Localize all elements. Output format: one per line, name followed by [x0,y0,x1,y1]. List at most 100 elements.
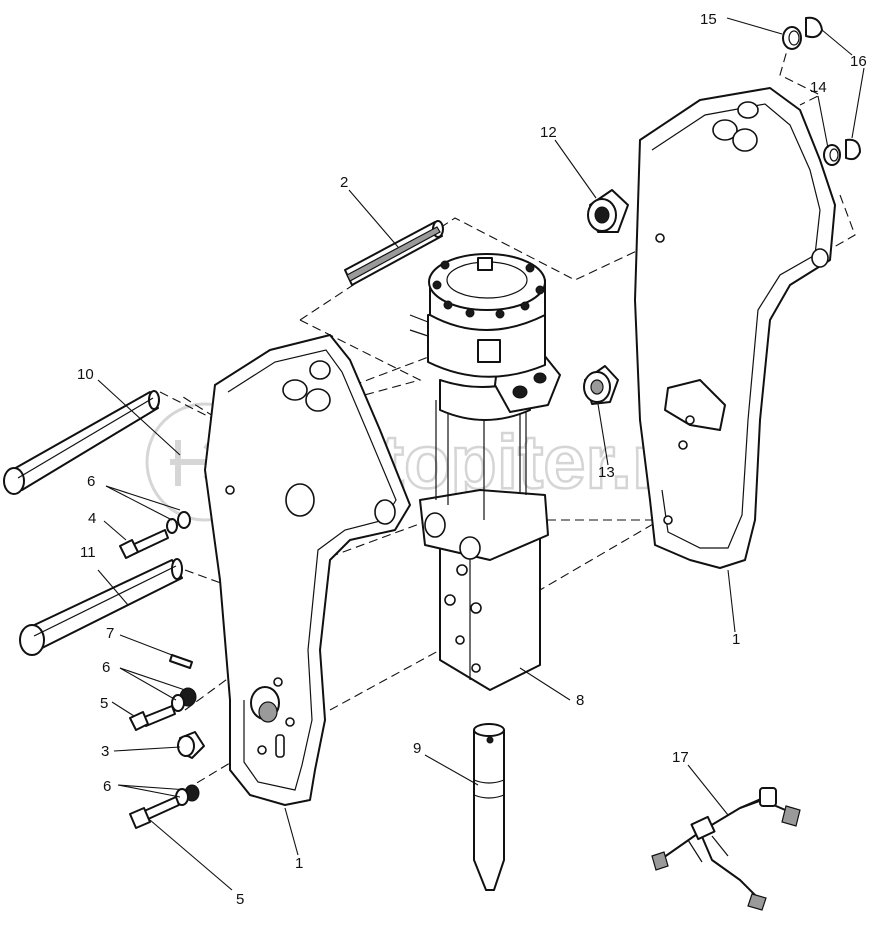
left-plate-hole-6 [225,485,235,495]
breaker-valve-port-2 [533,372,547,384]
ring-15-outer [782,26,802,50]
leader-6mid-b [119,667,186,691]
right-plate-bolt-hole-2 [663,515,673,525]
callout-6-mid: 6 [102,659,110,676]
leader-12 [554,139,597,199]
leader-13 [597,403,609,466]
pin-11-line [33,565,177,637]
leader-1right [727,569,736,633]
callout-14: 14 [810,79,827,96]
washer-6-top-a [166,518,178,534]
right-plate-hole-1 [712,119,738,141]
chisel-9-groove-1 [473,779,505,784]
pin-10 [3,390,160,495]
pin-2-shade [346,226,441,282]
hose-17-end-1 [651,851,669,871]
left-plate-outline [204,334,411,806]
breaker-head-bolt-7 [525,263,535,273]
leader-6top-a [105,485,173,521]
key-16-bottom [845,138,861,161]
breaker-port-4 [455,635,465,645]
right-plate-inner-edge [651,103,821,549]
leader-5top [111,701,135,717]
breaker-head-bolt-2 [443,300,453,310]
callout-10: 10 [77,366,94,383]
chisel-9-hole [486,736,494,744]
breaker-head-bolt-8 [440,260,450,270]
left-plate-hole-5 [374,499,396,525]
ring-15-inner [788,30,800,46]
leader-7 [119,634,173,656]
pin-11-head [19,624,45,656]
breaker-port-5 [471,663,481,673]
bushing-13-bore [590,379,604,395]
breaker-tie-rods [435,388,527,520]
breaker-port-3 [470,602,482,614]
bushing-13 [583,365,619,405]
bolt-4-head [119,539,139,559]
leader-lines [97,17,865,891]
right-plate-bolt-hole-1 [678,440,688,450]
washer-6-top-b [177,511,191,529]
leader-15 [726,17,783,35]
leader-17 [687,764,729,816]
ring-14-inner [829,148,839,162]
leader-2 [348,189,399,248]
breaker-head-cap [477,257,493,271]
left-plate-hole-4 [285,483,315,517]
pin-2 [344,220,444,286]
breaker-head-bolt-3 [465,308,475,318]
pin-10-body [11,391,159,491]
left-plate-slot [275,734,285,758]
callout-8: 8 [576,692,584,709]
chisel-9-body [473,729,505,891]
leader-16b [851,67,865,139]
collar-plate [250,686,280,723]
breaker-body [409,253,561,691]
bushing-12 [587,189,629,233]
ring-15 [782,26,802,50]
right-plate-hole-5 [655,233,665,243]
leader-3 [113,746,181,752]
ring-14 [823,144,841,166]
leader-11 [97,569,129,606]
callout-1-left: 1 [295,855,303,872]
washer-set-6-top [166,511,191,534]
leader-10 [97,379,181,456]
washer-set-6-bottom [175,784,200,806]
assembly-line-right-plate [819,194,856,256]
callout-5-top: 5 [100,695,108,712]
callout-17: 17 [672,749,689,766]
pin-7 [169,654,193,669]
leader-14 [817,95,829,149]
leader-6bot-a [117,784,181,798]
bushing-12-bore [594,206,610,224]
callout-5-bottom: 5 [236,891,244,908]
breaker-middle-block [419,489,549,561]
leader-6bot-b [117,784,189,791]
bolt-5-bottom-head [129,807,151,829]
leader-9 [424,754,479,786]
callout-11: 11 [80,544,96,561]
right-side-plate [634,87,836,569]
bolt-5-bottom [129,796,180,829]
left-plate-hole-3 [305,388,331,412]
pin-7-body [169,654,193,669]
pin-11-end [171,558,183,580]
callout-9: 9 [413,740,421,757]
bolt-4 [119,529,169,559]
hose-17-elbow [759,787,777,807]
breaker-fitting [477,339,501,363]
breaker-port-1 [456,564,468,576]
breaker-middle-hole-2 [459,536,481,560]
left-side-plate [204,334,411,806]
left-plate-hole-2 [309,360,331,380]
leader-6top-b [105,485,181,511]
callout-12: 12 [540,124,557,141]
leader-5bottom [149,819,233,891]
chisel-9 [473,723,505,891]
callout-6-top: 6 [87,473,95,490]
breaker-head-bolt-1 [432,280,442,290]
leader-6mid-a [119,667,177,701]
